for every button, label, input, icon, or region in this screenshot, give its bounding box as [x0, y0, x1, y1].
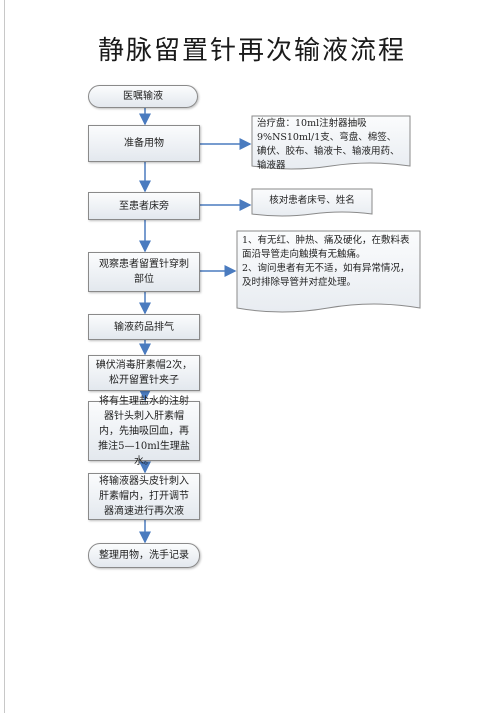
- note-observe-text-1: 1、有无红、肿热、痛及硬化，在敷料表面沿导管走向触摸有无触痛。: [242, 235, 410, 260]
- page-title: 静脉留置针再次输液流程: [97, 36, 406, 66]
- page-edge: [4, 0, 5, 713]
- step-flush-saline: 将有生理盐水的注射器针头刺入肝素帽内，先抽吸回血，再推注5—10ml生理盐水。: [88, 396, 200, 467]
- step-go-to-bedside: 至患者床旁: [88, 192, 200, 220]
- note-supplies-shape: [251, 115, 411, 170]
- step-observe-site: 观察患者留置针穿刺部位: [88, 252, 200, 292]
- step-tidy-and-record: 整理用物，洗手记录: [88, 543, 200, 568]
- step-prepare-supplies: 准备用物: [88, 125, 200, 162]
- note-supplies-text: 治疗盘：10ml注射器抽吸9%NS10ml/1支、弯盘、棉签、碘伏、胶布、输液卡…: [257, 118, 400, 171]
- note-verify-shape: [251, 188, 373, 217]
- step-connect-infusion: 将输液器头皮针刺入肝素帽内，打开调节器滴速进行再次液: [88, 473, 200, 520]
- note-observe-text-2: 2、询问患者有无不适，如有异常情况，及时排除导管并对症处理。: [242, 263, 410, 288]
- step-prime-medication: 输液药品排气: [88, 314, 200, 340]
- note-verify-text: 核对患者床号、姓名: [269, 195, 355, 206]
- step-disinfect-cap: 碘伏消毒肝素帽2次，松开留置针夹子: [88, 355, 200, 391]
- step-doctor-order: 医嘱输液: [88, 85, 198, 108]
- note-observe-shape: [236, 230, 421, 313]
